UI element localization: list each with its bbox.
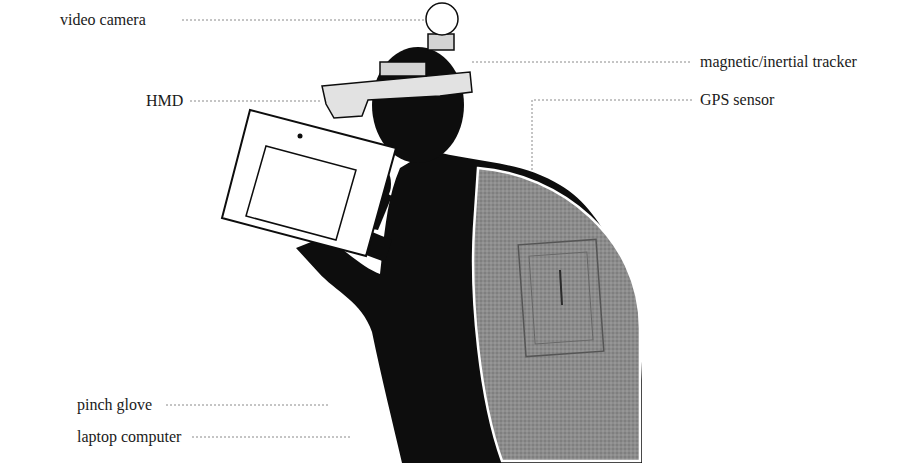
hmd-headset (322, 72, 472, 118)
part-label: pinch glove (77, 396, 152, 414)
tablet-button (298, 134, 303, 139)
leader-line (182, 20, 424, 21)
part-label: GPS sensor (700, 91, 774, 109)
laptop-outline (518, 239, 604, 356)
magnetic-inertial-tracker (380, 62, 426, 76)
leader-line (192, 437, 350, 438)
leader-line (166, 405, 330, 406)
tablet-screen (246, 146, 356, 240)
leader-line (190, 101, 322, 102)
part-label: laptop computer (77, 428, 181, 446)
leader-line (472, 62, 692, 63)
part-label: magnetic/inertial tracker (700, 53, 857, 71)
leader-line (532, 100, 692, 178)
part-label: HMD (146, 92, 183, 110)
camera-mount (428, 34, 454, 50)
video-camera (426, 3, 458, 35)
laptop-inner-outline (529, 252, 593, 344)
part-label: video camera (60, 11, 146, 29)
laptop-latch (560, 270, 562, 305)
backpack (473, 168, 640, 461)
tablet-outline (222, 110, 396, 256)
